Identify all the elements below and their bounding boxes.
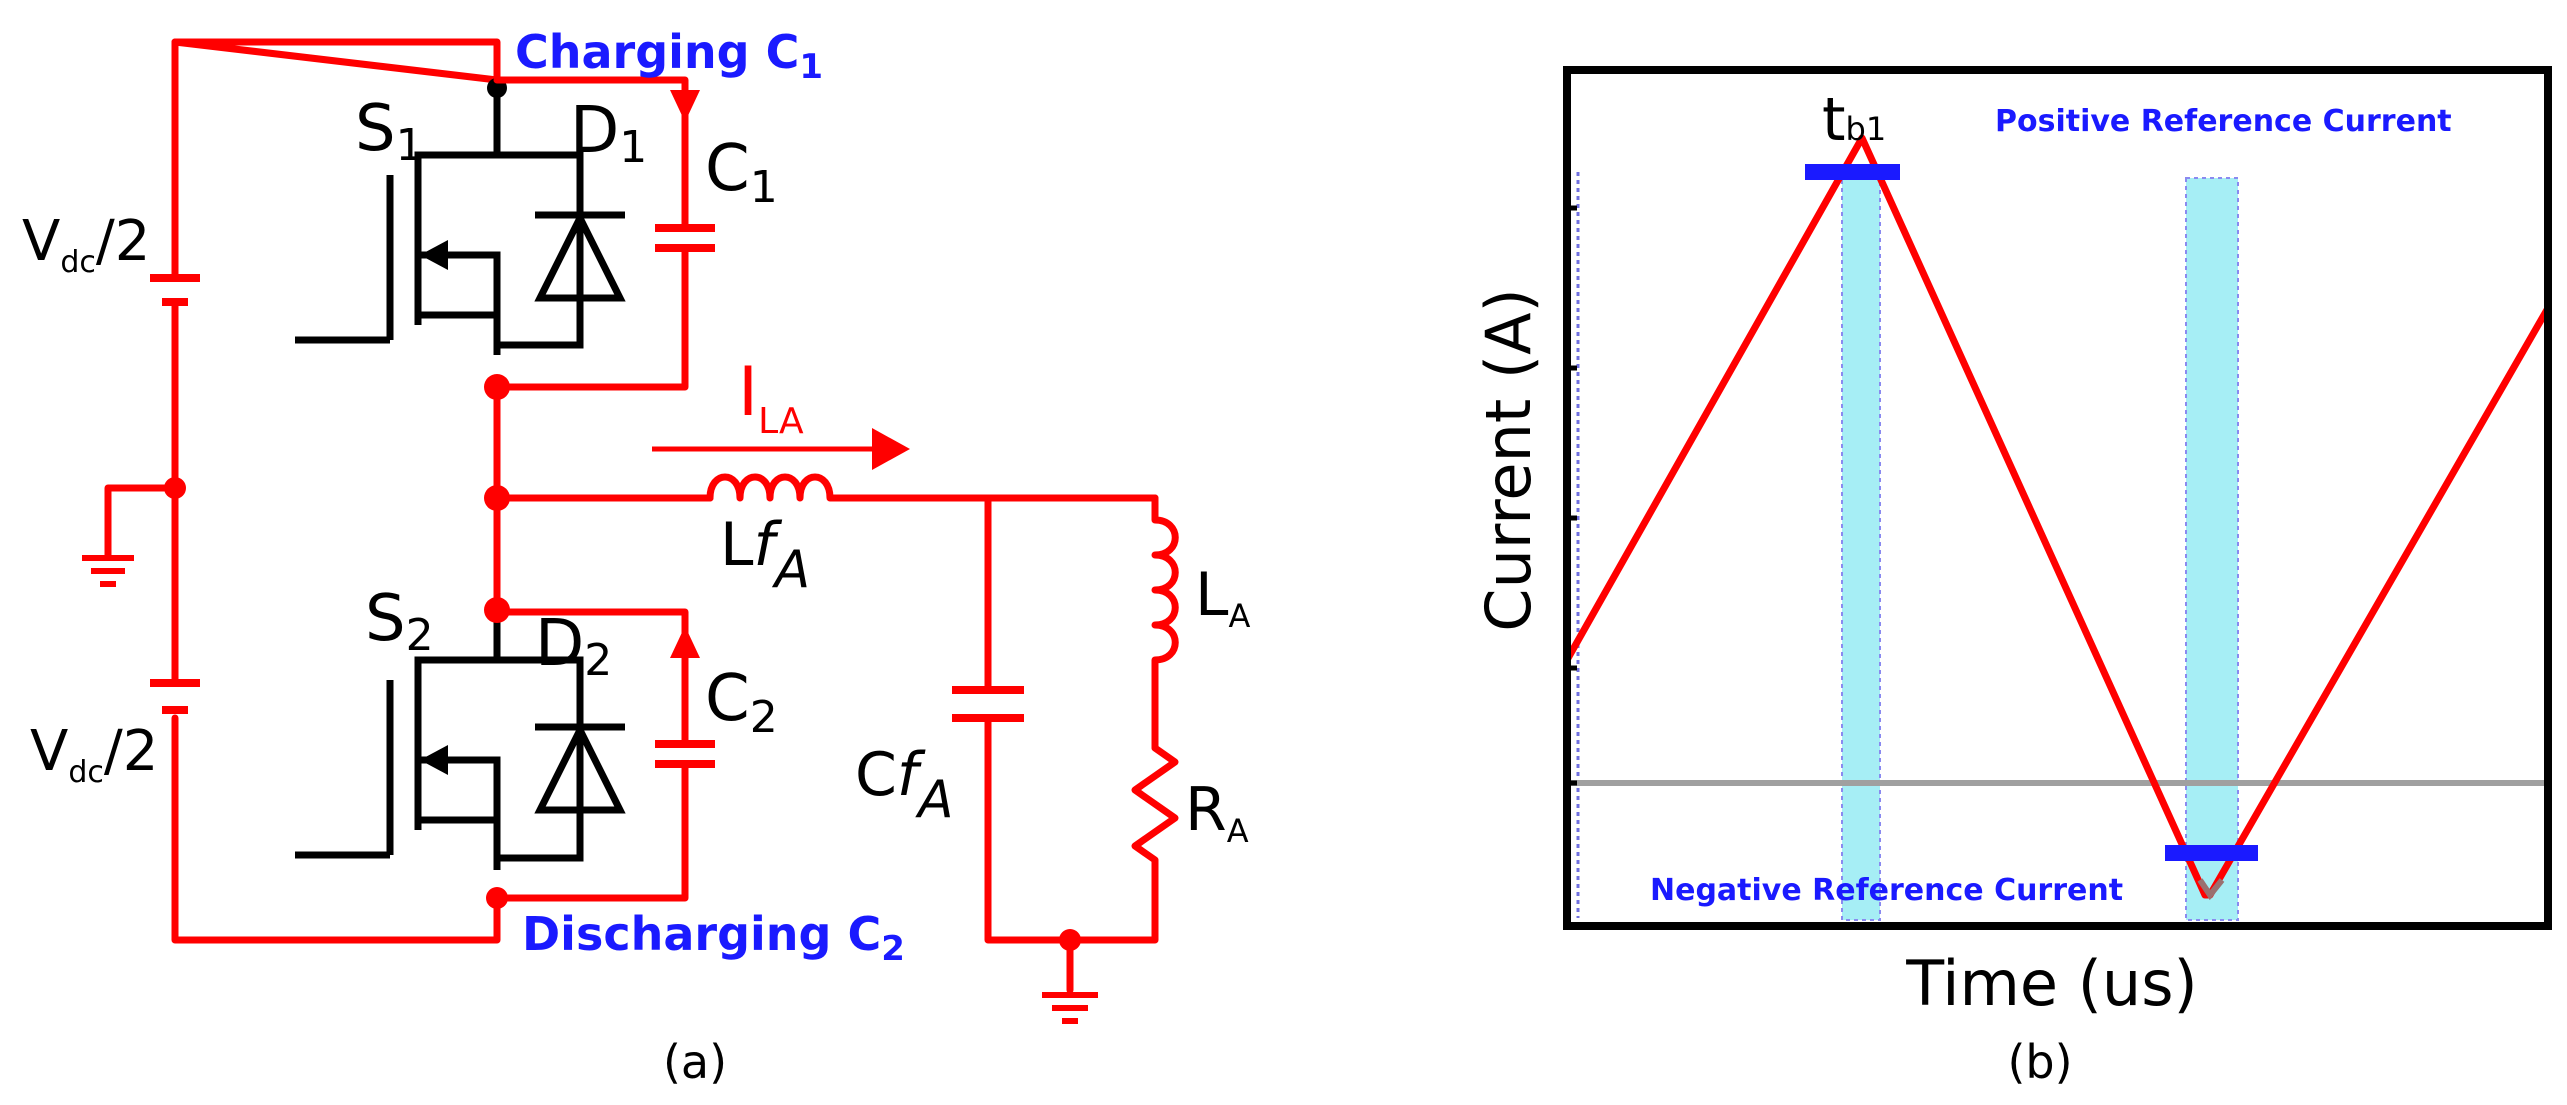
capacitor-c1-icon <box>493 76 715 391</box>
waveform-plot: tb1 Positive Reference Current Negative … <box>1472 66 2552 1089</box>
x-axis-label: Time (us) <box>1905 947 2197 1020</box>
diode-d1-icon <box>497 151 626 349</box>
battery-bottom-icon <box>150 679 200 714</box>
discharging-label: Discharging C2 <box>522 907 905 969</box>
highlight-band-peak <box>1841 171 1881 921</box>
la-label: LA <box>1195 560 1250 635</box>
mosfet-s2-icon <box>295 610 501 870</box>
caption-a: (a) <box>663 1035 727 1089</box>
vdc-top-label: Vdc/2 <box>22 209 150 280</box>
c2-label: C2 <box>705 662 778 743</box>
circuit-diagram: Charging C1 Discharging C2 Vdc/2 Vdc/2 S… <box>22 25 1250 1089</box>
inductor-la-icon <box>1151 494 1179 744</box>
current-arrow-icon <box>652 428 910 470</box>
ila-label: ILA <box>738 353 804 442</box>
current-waveform <box>1563 134 2552 899</box>
ground-load-icon <box>1042 929 1098 1024</box>
y-axis-ticks <box>1567 205 1577 786</box>
d1-label: D1 <box>570 94 647 173</box>
highlight-band-valley <box>2185 177 2239 921</box>
capacitor-cfa-icon <box>952 494 1159 944</box>
caption-b: (b) <box>2007 1035 2072 1089</box>
c1-label: C1 <box>705 132 778 213</box>
y-axis-label: Current (A) <box>1472 288 1545 631</box>
plot-frame <box>1563 66 2552 930</box>
capacitor-c2-icon <box>493 608 715 902</box>
cfa-label: CfA <box>855 740 954 830</box>
ra-label: RA <box>1185 775 1249 850</box>
battery-top-icon <box>150 274 200 306</box>
inductor-lfa-icon <box>706 473 1159 502</box>
diode-d2-icon <box>497 656 626 862</box>
tb1-label: tb1 <box>1822 85 1886 155</box>
phase-node <box>484 374 714 909</box>
resistor-ra-icon <box>1131 736 1179 874</box>
negative-ref-label: Negative Reference Current <box>1650 873 2123 908</box>
ground-left-icon <box>82 477 186 587</box>
s1-label: S1 <box>355 92 424 171</box>
positive-ref-label: Positive Reference Current <box>1995 104 2452 139</box>
charging-label: Charging C1 <box>515 25 823 87</box>
d2-label: D2 <box>535 607 612 686</box>
vdc-bottom-label: Vdc/2 <box>30 719 158 790</box>
dc-source-wiring <box>171 38 501 944</box>
bottom-dc-wire <box>171 714 501 944</box>
lfa-label: LfA <box>720 510 810 600</box>
waveform-valley-tip <box>2197 878 2225 901</box>
top-rail-wire <box>171 38 501 92</box>
s2-label: S2 <box>365 582 434 661</box>
